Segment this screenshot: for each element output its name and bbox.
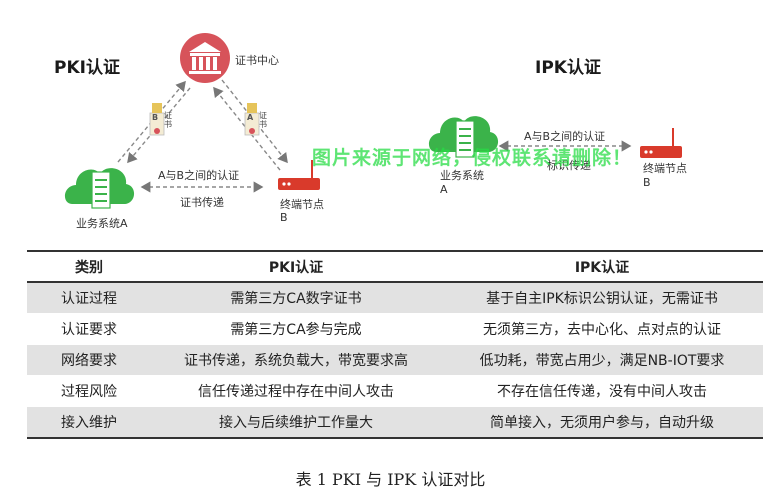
table-row: 认证过程 需第三方CA数字证书 基于自主IPK标识公钥认证，无需证书 (27, 282, 763, 314)
right-certificate-icon (244, 103, 260, 136)
pki-auth-label: A与B之间的认证 (158, 169, 240, 182)
ipk-terminal-node-icon (640, 128, 682, 158)
right-cert-letter: A (247, 113, 254, 122)
table-row: 接入维护 接入与后续维护工作量大 简单接入，无须用户参与，自动升级 (27, 406, 763, 439)
row-pki: 需第三方CA数字证书 (151, 282, 441, 314)
ipk-auth-label: A与B之间的认证 (524, 130, 606, 143)
header-pki: PKI认证 (151, 250, 441, 283)
pki-transfer-label: 证书传递 (180, 196, 224, 209)
row-category: 网络要求 (27, 344, 151, 376)
certificate-center-label: 证书中心 (235, 54, 279, 67)
left-cert-text: 证书 (164, 111, 172, 129)
pki-system-label: 业务系统A (76, 217, 128, 230)
row-pki: 需第三方CA参与完成 (151, 313, 441, 345)
pki-terminal-label: 终端节点 (280, 198, 324, 211)
table-header-row: 类别 PKI认证 IPK认证 (27, 250, 763, 283)
row-ipk: 简单接入，无须用户参与，自动升级 (441, 406, 763, 439)
diagram-canvas (64, 33, 682, 209)
table-caption: 表 1 PKI 与 IPK 认证对比 (295, 470, 486, 489)
row-category: 接入维护 (27, 406, 151, 439)
ipk-terminal-label: 终端节点 (643, 162, 687, 175)
row-category: 认证要求 (27, 313, 151, 345)
certificate-center-icon (180, 33, 230, 83)
row-category: 过程风险 (27, 375, 151, 407)
table-row: 网络要求 证书传递，系统负载大，带宽要求高 低功耗，带宽占用少，满足NB-IOT… (27, 344, 763, 376)
row-ipk: 低功耗，带宽占用少，满足NB-IOT要求 (441, 344, 763, 376)
ipk-transfer-label: 标识传递 (547, 159, 591, 172)
row-ipk: 不存在信任传递，没有中间人攻击 (441, 375, 763, 407)
ipk-system-label: 业务系统 (440, 169, 484, 182)
ipk-title: IPK认证 (535, 58, 601, 78)
comparison-table: 类别 PKI认证 IPK认证 认证过程 需第三方CA数字证书 基于自主IPK标识… (27, 250, 763, 439)
ipk-terminal-letter: B (643, 176, 651, 189)
row-ipk: 基于自主IPK标识公钥认证，无需证书 (441, 282, 763, 314)
row-pki: 证书传递，系统负载大，带宽要求高 (151, 344, 441, 376)
pki-title: PKI认证 (54, 58, 120, 78)
ipk-business-system-icon (428, 116, 499, 158)
ipk-system-letter: A (440, 183, 448, 196)
row-category: 认证过程 (27, 282, 151, 314)
watermark-text: 图片来源于网络，侵权联系请删除！ (312, 147, 633, 169)
pki-terminal-node-icon (278, 160, 320, 190)
row-pki: 信任传递过程中存在中间人攻击 (151, 375, 441, 407)
header-ipk: IPK认证 (441, 250, 763, 283)
table-row: 过程风险 信任传递过程中存在中间人攻击 不存在信任传递，没有中间人攻击 (27, 375, 763, 407)
row-ipk: 无须第三方，去中心化、点对点的认证 (441, 313, 763, 345)
pki-terminal-letter: B (280, 211, 288, 224)
row-pki: 接入与后续维护工作量大 (151, 406, 441, 439)
left-cert-letter: B (152, 113, 159, 122)
left-certificate-icon (149, 103, 165, 136)
pki-business-system-icon (64, 168, 135, 209)
table-row: 认证要求 需第三方CA参与完成 无须第三方，去中心化、点对点的认证 (27, 313, 763, 345)
header-category: 类别 (27, 250, 151, 283)
right-cert-text: 证书 (259, 111, 267, 129)
